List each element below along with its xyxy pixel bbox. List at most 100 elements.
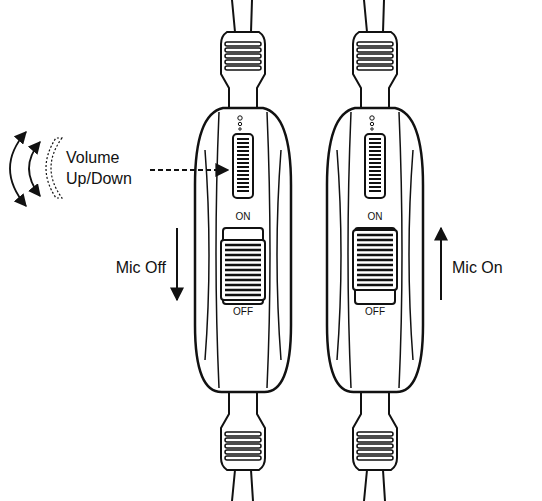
rib bbox=[357, 42, 393, 46]
slider-ridge bbox=[225, 289, 261, 292]
slider-ridge bbox=[357, 264, 393, 267]
wheel-ridge bbox=[369, 146, 381, 148]
rib bbox=[357, 60, 393, 64]
switch-position: ON bbox=[355, 211, 395, 222]
mic-slider bbox=[353, 230, 397, 290]
wheel-ridge bbox=[237, 166, 249, 168]
level-dot bbox=[239, 128, 241, 130]
rib bbox=[225, 42, 261, 46]
wheel-ridge bbox=[237, 146, 249, 148]
wheel-ridge bbox=[237, 150, 249, 152]
mic-slider bbox=[221, 240, 265, 300]
wheel-ridge bbox=[237, 174, 249, 176]
switch-position-box: OFF bbox=[223, 306, 263, 317]
rib bbox=[225, 450, 261, 454]
wheel-outline bbox=[46, 138, 62, 198]
slider-ridge bbox=[225, 264, 261, 267]
slider-ridge bbox=[225, 254, 261, 257]
face-edge bbox=[216, 112, 270, 388]
cable bbox=[364, 0, 384, 32]
wheel-ridge bbox=[369, 190, 381, 192]
level-dot bbox=[370, 122, 373, 125]
rib bbox=[225, 432, 261, 436]
rib bbox=[357, 432, 393, 436]
wheel-ridge bbox=[369, 182, 381, 184]
wheel-ridge bbox=[237, 186, 249, 188]
slider-ridge bbox=[357, 259, 393, 262]
mic-label: Mic Off bbox=[96, 258, 166, 279]
slider-ridge bbox=[357, 239, 393, 242]
wheel-ridge bbox=[237, 182, 249, 184]
wheel-ridge bbox=[369, 178, 381, 180]
slider-ridge bbox=[225, 284, 261, 287]
wheel-ridge bbox=[369, 138, 381, 140]
slider-ridge bbox=[357, 284, 393, 287]
cable bbox=[364, 470, 385, 501]
control-label-box: Volume Up/Down bbox=[66, 148, 148, 190]
mic-label: Mic On bbox=[452, 258, 532, 279]
rib bbox=[225, 48, 261, 52]
up-arrow bbox=[440, 228, 442, 300]
rib bbox=[357, 66, 393, 70]
slider-track bbox=[355, 228, 395, 304]
rib bbox=[357, 456, 393, 460]
switch-position: OFF bbox=[355, 306, 395, 317]
switch-position: OFF bbox=[223, 306, 263, 317]
rib bbox=[225, 54, 261, 58]
strain-relief bbox=[353, 32, 397, 112]
wheel-ridge bbox=[369, 166, 381, 168]
rib bbox=[357, 444, 393, 448]
slider-ridge bbox=[225, 294, 261, 297]
strain-relief bbox=[221, 32, 265, 112]
wheel-ridge bbox=[237, 178, 249, 180]
inline-remote bbox=[327, 0, 423, 501]
wheel-ridge bbox=[237, 162, 249, 164]
inline-remote bbox=[195, 0, 291, 501]
rib bbox=[225, 60, 261, 64]
level-dot bbox=[371, 128, 373, 130]
rib bbox=[225, 456, 261, 460]
wheel-ridge bbox=[369, 162, 381, 164]
switch-position-box: ON bbox=[223, 211, 263, 222]
level-dot bbox=[370, 116, 374, 120]
slider-ridge bbox=[225, 274, 261, 277]
slider-ridge bbox=[357, 249, 393, 252]
mic-label-box: Mic Off bbox=[96, 258, 166, 279]
rib bbox=[357, 48, 393, 52]
slider-ridge bbox=[225, 244, 261, 247]
rib bbox=[357, 54, 393, 58]
rib bbox=[225, 444, 261, 448]
slider-ridge bbox=[357, 279, 393, 282]
slider-ridge bbox=[357, 274, 393, 277]
control-label: Volume Up/Down bbox=[66, 148, 148, 190]
slider-ridge bbox=[225, 259, 261, 262]
wheel-ridge bbox=[369, 142, 381, 144]
rib bbox=[225, 66, 261, 70]
down-arrow bbox=[176, 228, 178, 300]
wheel-ridge bbox=[237, 154, 249, 156]
rib bbox=[357, 450, 393, 454]
wheel-ridge bbox=[237, 138, 249, 140]
rib bbox=[225, 438, 261, 442]
cable bbox=[232, 470, 253, 501]
wheel-ridge bbox=[369, 154, 381, 156]
wheel-ridge bbox=[237, 190, 249, 192]
mic-label-box: Mic On bbox=[452, 258, 532, 279]
remote-body bbox=[195, 108, 291, 392]
face-edge bbox=[348, 112, 402, 388]
slider-ridge bbox=[357, 234, 393, 237]
rotation-arrows bbox=[10, 132, 62, 206]
wheel-ridge bbox=[369, 174, 381, 176]
slider-ridge bbox=[225, 269, 261, 272]
wheel-ridge bbox=[237, 142, 249, 144]
wheel-ridge bbox=[369, 186, 381, 188]
wheel-ridge bbox=[369, 158, 381, 160]
switch-position-box: OFF bbox=[355, 306, 395, 317]
volume-wheel bbox=[233, 134, 253, 198]
strain-relief bbox=[353, 390, 397, 470]
slider-ridge bbox=[225, 279, 261, 282]
remote-body bbox=[327, 108, 423, 392]
wheel-ridge bbox=[237, 170, 249, 172]
